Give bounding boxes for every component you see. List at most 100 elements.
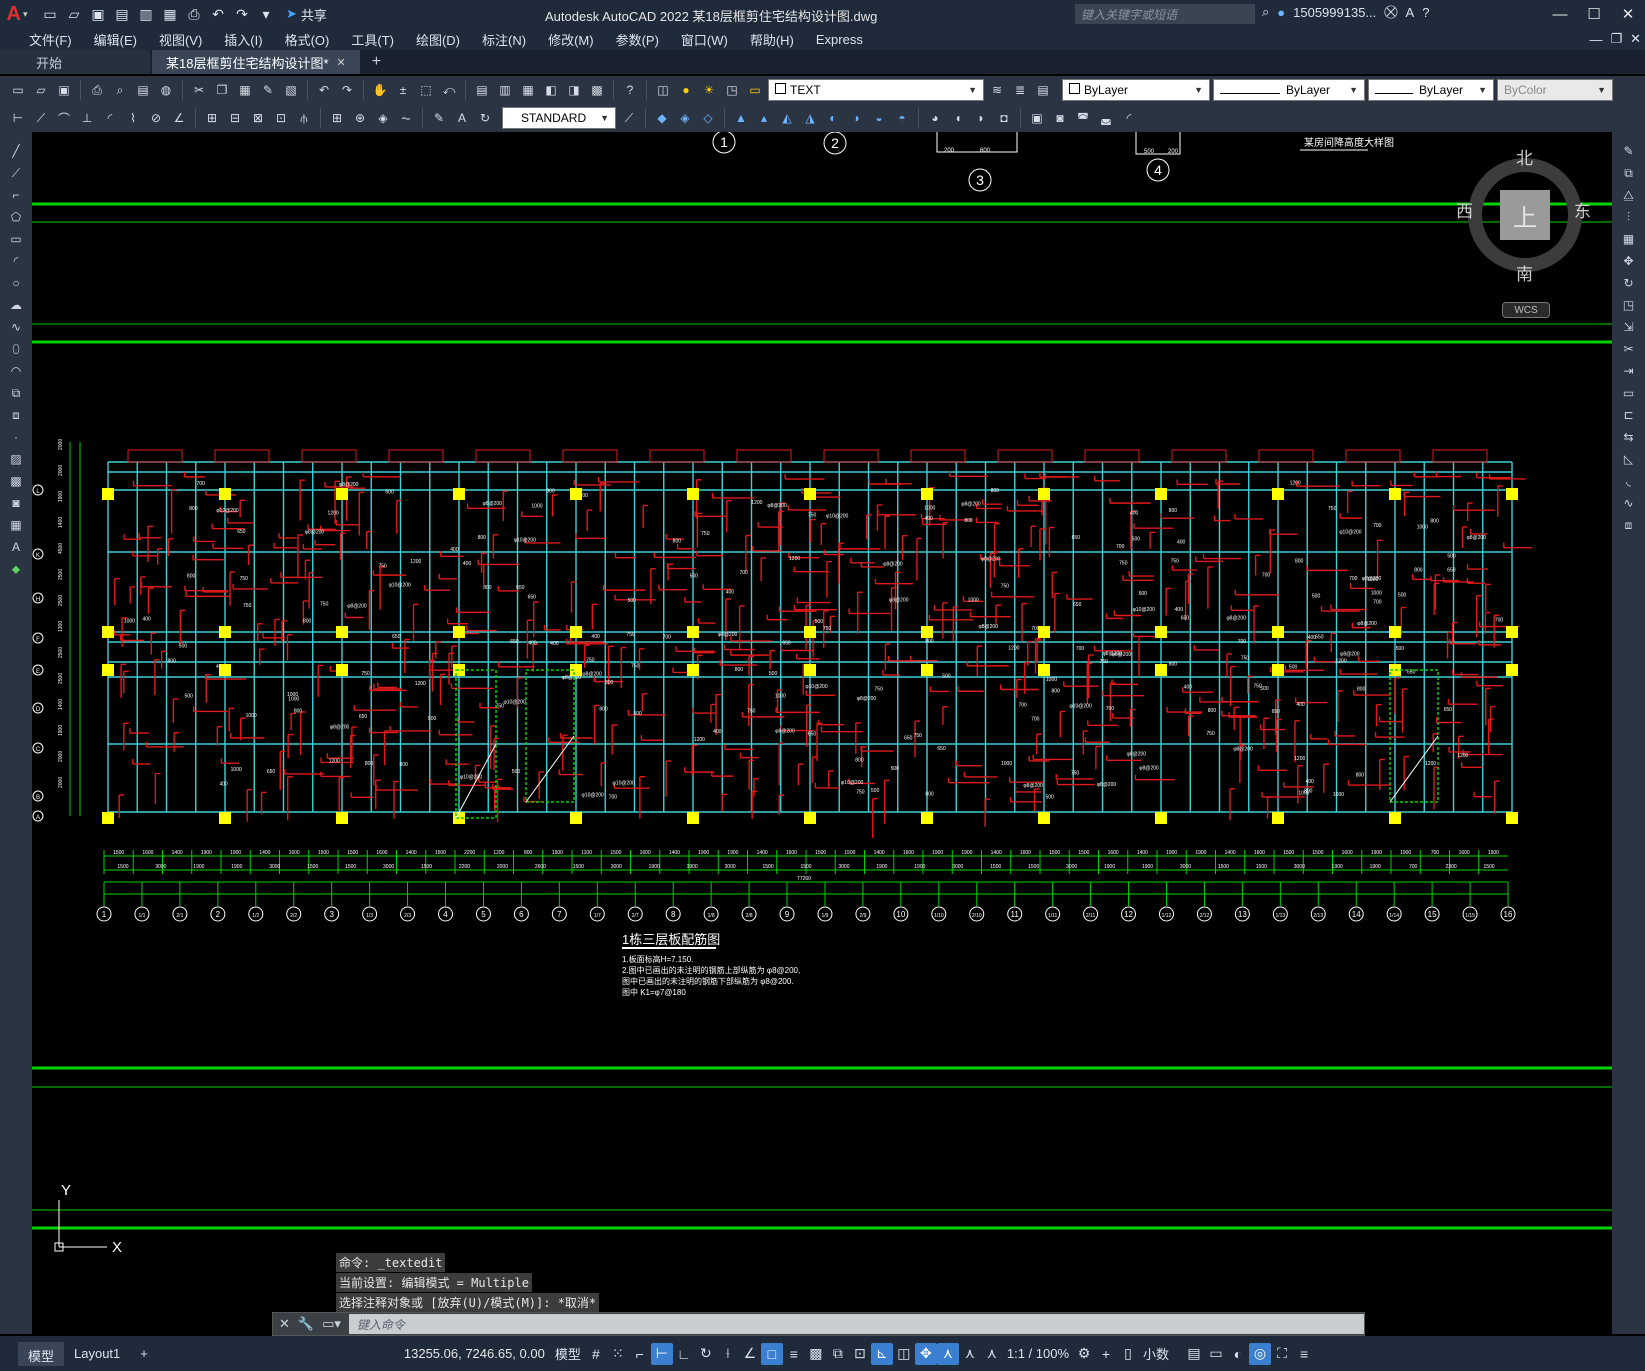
open-folder-icon[interactable]: ▱ xyxy=(68,5,80,22)
plot-icon[interactable]: ⎙ xyxy=(92,82,102,97)
ellipse-icon[interactable]: ⬯ xyxy=(12,341,20,356)
explode-icon[interactable]: ⧈ xyxy=(1624,517,1633,532)
subtract-icon[interactable]: ◇ xyxy=(703,111,713,125)
match-properties-icon[interactable]: ✎ xyxy=(262,83,274,97)
walk-icon[interactable]: ◜ xyxy=(1126,111,1132,125)
properties-icon[interactable]: ▤ xyxy=(476,83,488,97)
open-icon[interactable]: ▱ xyxy=(36,83,46,97)
autocad-logo-icon[interactable]: A▾ xyxy=(6,2,28,25)
circle-icon[interactable]: ○ xyxy=(12,276,20,290)
design-center-icon[interactable]: ▥ xyxy=(499,83,511,97)
shade-icon[interactable]: ◖ xyxy=(954,111,962,125)
plot-icon[interactable]: ⎙ xyxy=(188,5,200,22)
polar-icon[interactable]: ↻ xyxy=(699,1345,712,1361)
search-icon[interactable]: ⌕ xyxy=(1262,4,1270,19)
menu-help[interactable]: 帮助(H) xyxy=(749,32,794,48)
camera-icon[interactable]: ▣ xyxy=(1031,111,1043,125)
extend-icon[interactable]: ⇥ xyxy=(1623,364,1634,378)
layer-on-icon[interactable]: ● xyxy=(682,83,690,97)
light-icon[interactable]: ◙ xyxy=(1056,111,1064,125)
grid-icon[interactable]: # xyxy=(591,1345,600,1362)
conceptual-icon[interactable]: ◘ xyxy=(1000,111,1008,125)
pan-icon[interactable]: ✋ xyxy=(372,83,388,97)
cut-icon[interactable]: ✂ xyxy=(193,83,205,97)
dim-break-icon[interactable]: ⫛ xyxy=(300,110,308,125)
3d-dwf-icon[interactable]: ◍ xyxy=(160,83,172,97)
rectangle-icon[interactable]: ▭ xyxy=(10,232,22,246)
quick-dim-icon[interactable]: ⊞ xyxy=(206,111,218,125)
save-as-icon[interactable]: ▤ xyxy=(115,5,129,22)
visual-style-icon[interactable]: ◕ xyxy=(931,111,939,125)
mtext-icon[interactable]: A xyxy=(11,540,20,554)
help-icon[interactable]: ? xyxy=(1422,4,1430,20)
union-icon[interactable]: ◈ xyxy=(680,111,690,125)
annotation-monitor-icon[interactable]: + xyxy=(1101,1345,1111,1362)
maximize-button[interactable]: ☐ xyxy=(1587,6,1601,23)
add-selected-icon[interactable]: ⬥ xyxy=(11,561,21,576)
dim-text-edit-icon[interactable]: A xyxy=(457,111,466,125)
realistic-icon[interactable]: ◗ xyxy=(977,111,985,125)
close-command-line-icon[interactable]: ✕ xyxy=(279,1316,290,1331)
zoom-window-icon[interactable]: ⬚ xyxy=(420,83,432,97)
layer-states-icon[interactable]: ▤ xyxy=(1037,83,1049,97)
dim-update-icon[interactable]: ↻ xyxy=(479,111,491,125)
object-snap-tracking-icon[interactable]: ∠ xyxy=(743,1345,757,1361)
thicken-icon[interactable]: ◒ xyxy=(875,111,883,125)
erase-icon[interactable]: ✎ xyxy=(1623,144,1634,158)
open-sheet-icon[interactable]: ▥ xyxy=(139,5,153,22)
user-name[interactable]: 1505999135... xyxy=(1293,4,1377,20)
jogged-linear-icon[interactable]: ⏦ xyxy=(401,110,411,125)
ordinate-icon[interactable]: ⊥ xyxy=(81,111,93,125)
close-button[interactable]: ✕ xyxy=(1621,6,1635,23)
help-icon[interactable]: ? xyxy=(626,83,634,97)
customization-icon[interactable]: ≡ xyxy=(1299,1345,1309,1362)
table-icon[interactable]: ▦ xyxy=(10,518,22,532)
menu-edit[interactable]: 编辑(E) xyxy=(93,32,137,48)
inspect-icon[interactable]: ◈ xyxy=(378,111,388,125)
isodraft-icon[interactable]: ⟊ xyxy=(726,1345,730,1361)
undo-icon[interactable]: ↶ xyxy=(212,5,224,22)
layer-freeze-icon[interactable]: ☀ xyxy=(703,83,715,97)
dynamic-input-icon[interactable]: ⊢ xyxy=(650,1342,673,1365)
aligned-dim-icon[interactable]: ⟋ xyxy=(36,110,46,125)
object-snap-icon[interactable]: □ xyxy=(760,1342,783,1365)
selection-filter-icon[interactable]: ◫ xyxy=(897,1345,911,1361)
tolerance-icon[interactable]: ⊞ xyxy=(331,111,343,125)
dim-style-dropdown[interactable]: STANDARD▼ xyxy=(502,107,616,129)
materials-icon[interactable]: ◛ xyxy=(1100,111,1112,125)
cart-icon[interactable]: ⛒ xyxy=(1384,4,1398,19)
viewcube-top-face[interactable]: 上 xyxy=(1500,190,1550,240)
infer-constraints-icon[interactable]: ⌐ xyxy=(635,1345,644,1362)
save-icon[interactable]: ▣ xyxy=(58,83,70,97)
layer-properties-icon[interactable]: ◫ xyxy=(657,83,669,97)
break-point-icon[interactable]: ▭ xyxy=(1622,386,1635,400)
transparency-icon[interactable]: ▩ xyxy=(809,1345,823,1361)
region-icon[interactable]: ◙ xyxy=(12,496,20,510)
menu-insert[interactable]: 插入(I) xyxy=(224,32,263,48)
paste-icon[interactable]: ▦ xyxy=(239,83,251,97)
units-icon[interactable]: ▯ xyxy=(1124,1345,1132,1361)
point-icon[interactable]: · xyxy=(14,430,18,444)
lineweight-dropdown[interactable]: ByLayer▼ xyxy=(1368,79,1494,101)
annotation-visibility-icon[interactable]: ⋏ xyxy=(936,1342,959,1365)
section-icon[interactable]: ◓ xyxy=(898,111,906,125)
layer-vp-icon[interactable]: ◳ xyxy=(726,83,738,97)
units-value[interactable]: 小数 xyxy=(1143,1347,1170,1362)
continue-icon[interactable]: ⊠ xyxy=(252,111,264,125)
markup-icon[interactable]: ◨ xyxy=(568,83,580,97)
menu-window[interactable]: 窗口(W) xyxy=(680,32,728,48)
menu-format[interactable]: 格式(O) xyxy=(284,32,330,48)
compass-west[interactable]: 西 xyxy=(1456,202,1473,221)
new-tab-button[interactable]: + xyxy=(371,53,382,70)
polyline-icon[interactable]: ⌐ xyxy=(12,188,20,202)
layer-dropdown[interactable]: TEXT▼ xyxy=(768,79,984,101)
dim-space-icon[interactable]: ⊡ xyxy=(275,111,287,125)
chamfer-icon[interactable]: ◺ xyxy=(1623,452,1634,466)
menu-tools[interactable]: 工具(T) xyxy=(351,32,394,48)
break-icon[interactable]: ⊏ xyxy=(1623,408,1634,422)
jogged-icon[interactable]: ⌇ xyxy=(130,111,136,125)
tab-start[interactable]: 开始 xyxy=(0,50,150,74)
blend-icon[interactable]: ∿ xyxy=(1623,496,1634,510)
publish-icon[interactable]: ▤ xyxy=(137,83,149,97)
dynamic-ucs-icon[interactable]: ⊾ xyxy=(870,1342,893,1365)
